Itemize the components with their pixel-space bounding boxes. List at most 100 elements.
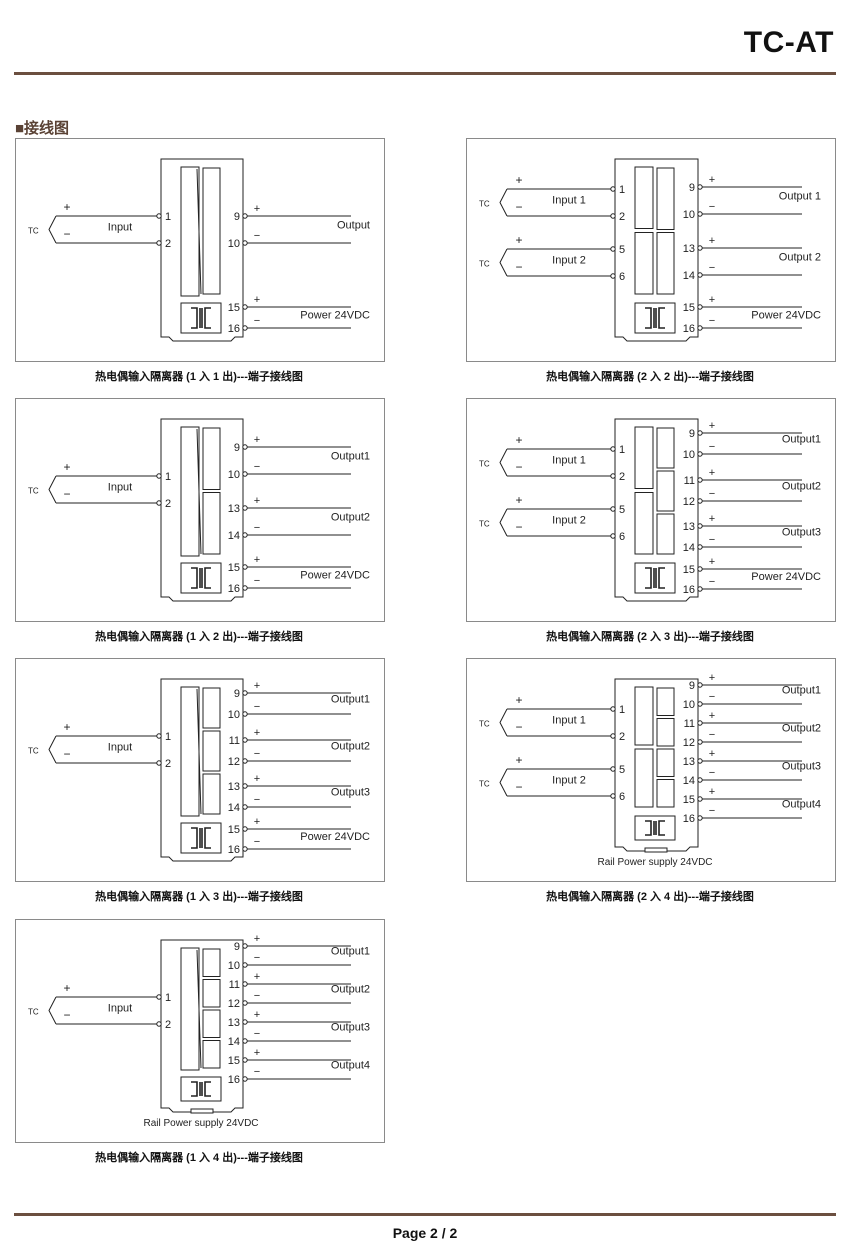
terminal-number: 14 <box>683 542 695 554</box>
module-channel-blocks <box>634 686 675 808</box>
rail-power-label: Rail Power supply 24VDC <box>597 857 712 868</box>
terminal-number: 9 <box>234 941 240 953</box>
terminal-number: 15 <box>683 302 695 314</box>
power-minus-sign: − <box>709 576 715 588</box>
input-label: Input 2 <box>552 255 586 267</box>
diagram-caption: 热电偶输入隔离器 (1 入 3 出)---端子接线图 <box>95 891 303 903</box>
rail-power-group: Rail Power supply 24VDC <box>597 847 713 868</box>
terminal-number: 14 <box>228 802 240 814</box>
output-channel-block <box>656 232 675 295</box>
terminal-number: 13 <box>683 756 695 768</box>
input-minus-sign: − <box>515 260 522 274</box>
terminal-number: 15 <box>683 564 695 576</box>
terminal-pin <box>697 523 703 529</box>
module-channel-blocks <box>180 947 221 1071</box>
module-channel-blocks <box>180 686 221 817</box>
terminal-number: 13 <box>683 521 695 533</box>
output-minus-sign: − <box>254 990 260 1002</box>
terminal-number: 14 <box>683 775 695 787</box>
page-number: Page 2 / 2 <box>392 1225 458 1241</box>
output-plus-sign: + <box>709 513 715 525</box>
isolation-transformer-icon <box>634 302 676 334</box>
channel-divider <box>196 688 202 815</box>
output-minus-sign: − <box>709 767 715 779</box>
terminal-pin <box>242 943 248 949</box>
output-channel-block <box>202 979 221 1008</box>
output-channel-block <box>656 470 675 512</box>
terminal-pin <box>242 758 248 764</box>
input-label: Input 2 <box>552 775 586 787</box>
terminal-number: 1 <box>165 471 171 483</box>
power-label: Power 24VDC <box>300 570 370 582</box>
output-minus-sign: − <box>709 201 715 213</box>
output-minus-sign: − <box>254 1028 260 1040</box>
output-channel-block <box>656 748 675 777</box>
output-minus-sign: − <box>709 441 715 453</box>
input2-channel-block <box>634 492 654 555</box>
diagram-caption: 热电偶输入隔离器 (2 入 2 出)---端子接线图 <box>546 371 754 383</box>
power-minus-sign: − <box>254 575 260 587</box>
terminal-number: 1 <box>619 444 625 456</box>
power-minus-sign: − <box>709 315 715 327</box>
terminal-number: 16 <box>683 323 695 335</box>
terminal-pin <box>610 766 616 772</box>
output-plus-sign: + <box>254 933 260 945</box>
thermocouple-junction-icon <box>48 996 57 1025</box>
output-channel-block <box>656 779 675 808</box>
terminal-number: 15 <box>228 1055 240 1067</box>
output-plus-sign: + <box>709 174 715 186</box>
isolation-transformer-icon <box>180 302 222 334</box>
terminal-pin <box>242 846 248 852</box>
terminal-pin <box>697 796 703 802</box>
tc-sensor-label: TC <box>479 780 490 789</box>
output-label: Output3 <box>331 1022 370 1034</box>
output-label: Output2 <box>331 512 370 524</box>
diagram-caption: 热电偶输入隔离器 (2 入 3 出)---端子接线图 <box>546 631 754 643</box>
module-channel-blocks <box>180 426 221 557</box>
output-minus-sign: − <box>254 701 260 713</box>
terminal-pin <box>697 498 703 504</box>
output-minus-sign: − <box>709 729 715 741</box>
thermocouple-junction-icon <box>499 188 508 217</box>
terminal-pin <box>242 1000 248 1006</box>
tc-sensor-label: TC <box>479 520 490 529</box>
module-channel-blocks <box>180 166 221 297</box>
terminal-number: 5 <box>619 504 625 516</box>
input-minus-sign: − <box>515 720 522 734</box>
terminal-pin <box>156 760 162 766</box>
output-terminal-group: 910+−Output1 <box>228 680 370 721</box>
output-channel-block <box>202 773 221 815</box>
output-label: Output4 <box>782 799 821 811</box>
terminal-number: 12 <box>228 756 240 768</box>
terminal-pin <box>242 962 248 968</box>
terminal-pin <box>697 566 703 572</box>
rail-power-label: Rail Power supply 24VDC <box>143 1118 258 1129</box>
terminal-number: 16 <box>683 813 695 825</box>
output-plus-sign: + <box>709 672 715 684</box>
power-plus-sign: + <box>254 554 260 566</box>
section-heading: ■接线图 <box>15 120 70 137</box>
isolation-transformer-icon <box>180 822 222 854</box>
terminal-pin <box>610 213 616 219</box>
output-plus-sign: + <box>709 748 715 760</box>
tc-sensor-label: TC <box>28 1008 39 1017</box>
terminal-pin <box>242 1076 248 1082</box>
output-label: Output4 <box>331 1060 370 1072</box>
terminal-pin <box>242 532 248 538</box>
output-channel-block <box>656 687 675 716</box>
terminal-pin <box>697 184 703 190</box>
output-channel-block <box>202 492 221 555</box>
output-label: Output3 <box>331 787 370 799</box>
rail-power-group: Rail Power supply 24VDC <box>143 1108 259 1129</box>
input-label: Input <box>108 482 132 494</box>
tc-sensor-label: TC <box>479 200 490 209</box>
terminal-number: 10 <box>683 449 695 461</box>
input-plus-sign: + <box>515 753 522 767</box>
